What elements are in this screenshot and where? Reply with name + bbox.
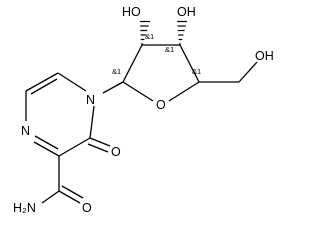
bond-c4-o xyxy=(168,81,200,102)
bond-c1-n1 xyxy=(102,81,124,94)
atom-ho-c2: HO xyxy=(122,5,141,19)
stereo-label-c4: &1 xyxy=(192,67,201,76)
atom-n1: N xyxy=(86,93,95,107)
atom-oh-c5: OH xyxy=(255,49,274,63)
bond-c2-o-keto-b xyxy=(87,143,109,153)
atom-o-keto: O xyxy=(111,145,121,159)
bond-c6-c5-outer xyxy=(25,72,59,92)
bond-n4-c3-inner xyxy=(34,135,59,150)
stereo-label-c1: &1 xyxy=(112,67,121,76)
bond-c2-n1 xyxy=(89,105,95,139)
atom-nh2: H₂N xyxy=(13,201,36,215)
bond-c5-oh xyxy=(238,61,258,83)
chemical-structure: HO OH OH N O N O O H₂N &1 &1 &1 &1 xyxy=(13,5,274,215)
bond-camide-n xyxy=(41,190,60,204)
hash-bond-c3-oh xyxy=(177,20,187,45)
atom-o-ring: O xyxy=(156,98,166,112)
stereo-label-c2: &1 xyxy=(145,32,154,41)
atom-n4: N xyxy=(21,124,30,138)
bond-c1-c2 xyxy=(122,44,143,83)
bond-c2-o-keto-a xyxy=(89,137,111,147)
bond-c3-c2 xyxy=(58,137,91,157)
bond-n4-c3 xyxy=(33,141,60,157)
bond-camide-o-a xyxy=(58,190,81,204)
atom-oh-c3: OH xyxy=(177,5,196,19)
pyrazinone-ring-bonds xyxy=(25,72,95,157)
stereo-label-c3: &1 xyxy=(165,45,174,54)
bond-camide-o-b xyxy=(61,185,84,199)
bond-c3-c4 xyxy=(179,44,200,83)
hash-bond-c2-oh xyxy=(140,20,150,45)
atom-o-amide: O xyxy=(82,201,92,215)
bond-c6-c5-inner xyxy=(30,78,58,95)
ribose-ring-bonds xyxy=(122,44,200,102)
bond-n1-c6 xyxy=(57,72,87,92)
bond-o-c1 xyxy=(122,81,154,102)
